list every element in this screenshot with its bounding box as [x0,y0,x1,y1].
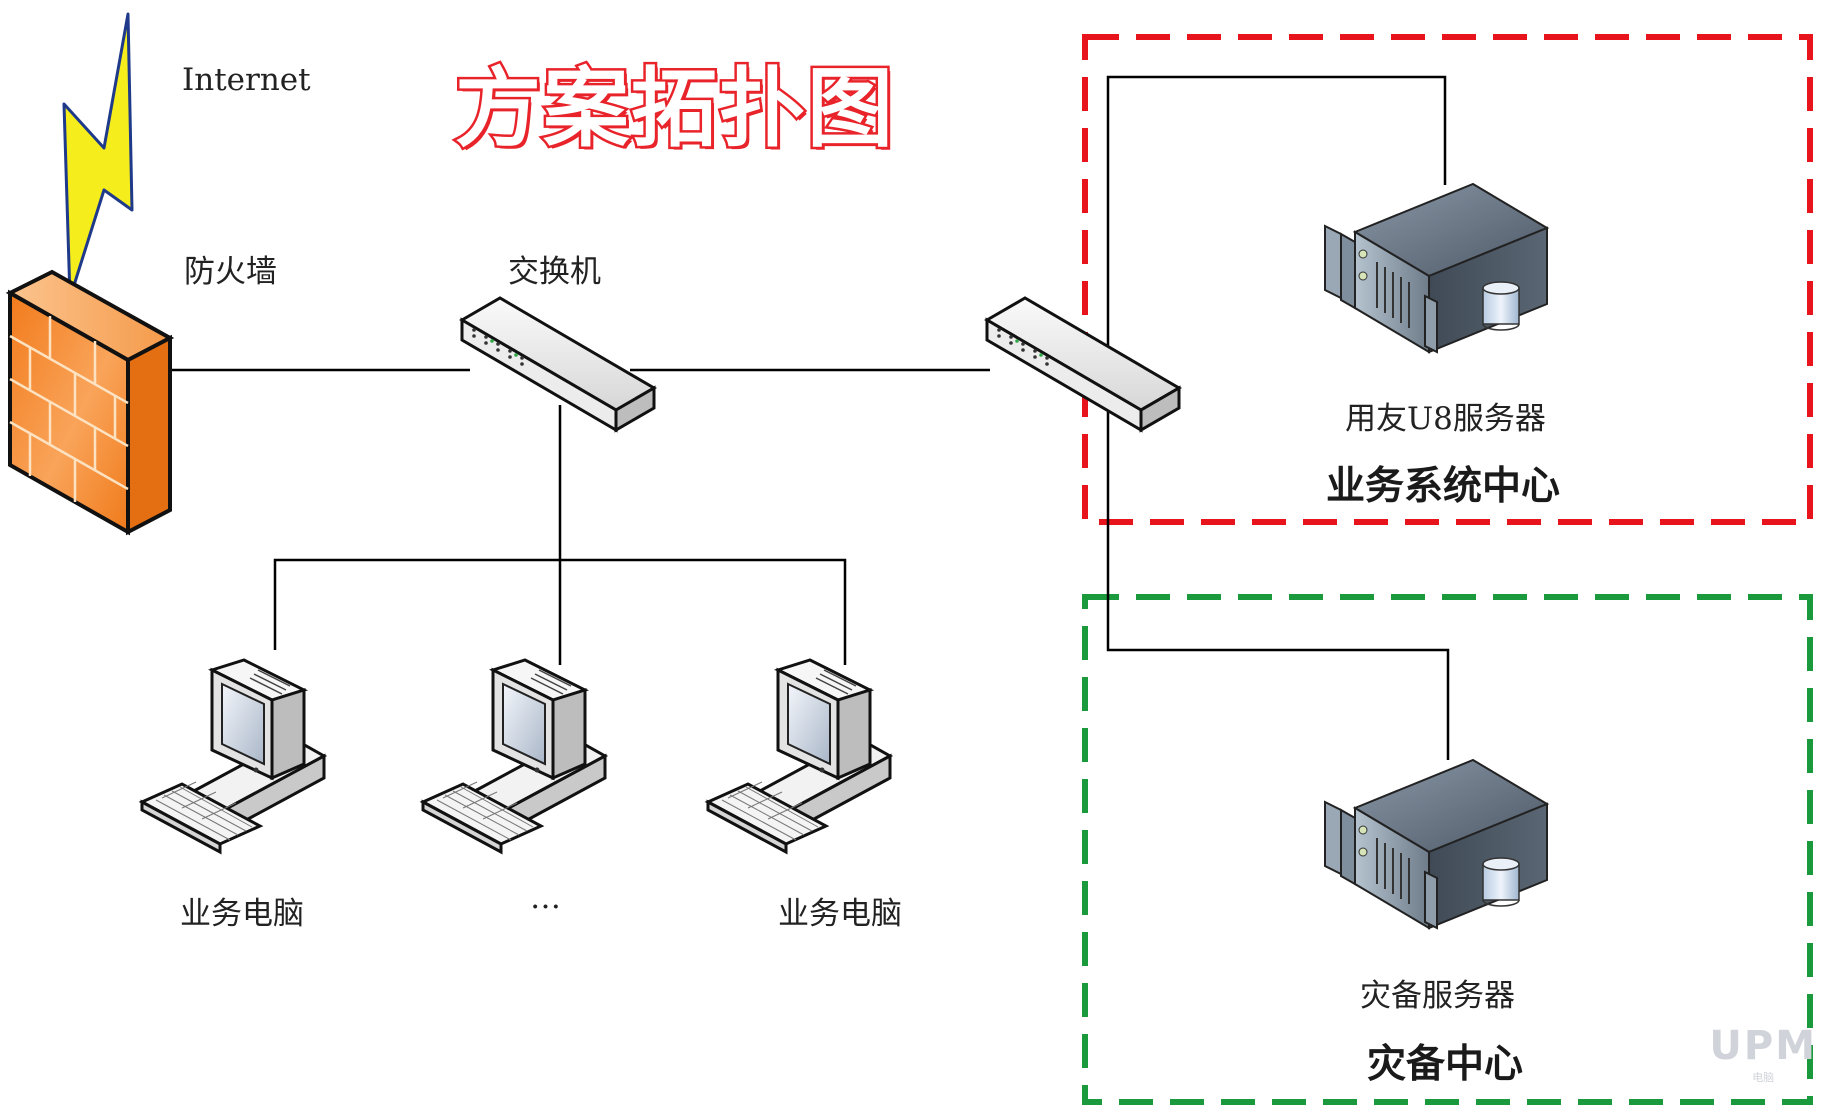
u8-server-label: 用友U8服务器 [1345,401,1546,437]
switch-label: 交换机 [508,254,601,290]
pc-right-icon [706,658,892,854]
internet-label: Internet [182,62,311,98]
watermark-logo: UPM 电脑 [1709,1023,1817,1085]
zone-disaster-label: 灾备中心 [1367,1042,1524,1087]
zone-disaster-border [1082,594,1813,1105]
pc-left-icon [140,658,326,854]
u8-server-icon [1324,183,1548,353]
pc-right-label: 业务电脑 [778,896,902,932]
zone-business-border [1082,34,1813,525]
lightning-icon [62,12,134,300]
firewall-icon [5,269,175,536]
connection-lines [170,75,1450,760]
backup-server-label: 灾备服务器 [1360,978,1515,1014]
pc-middle-icon [421,658,607,854]
core-switch-icon [460,296,656,432]
zone-business-label: 业务系统中心 [1326,464,1561,509]
diagram-title: 方案拓扑图 [453,57,896,162]
firewall-label: 防火墙 [184,254,277,290]
pc-middle-label: … [530,880,561,916]
backup-server-icon [1324,759,1548,929]
watermark-logo-text: UPM [1709,1023,1817,1069]
watermark-caption: 电脑 [1752,1071,1775,1084]
pc-left-label: 业务电脑 [180,896,304,932]
